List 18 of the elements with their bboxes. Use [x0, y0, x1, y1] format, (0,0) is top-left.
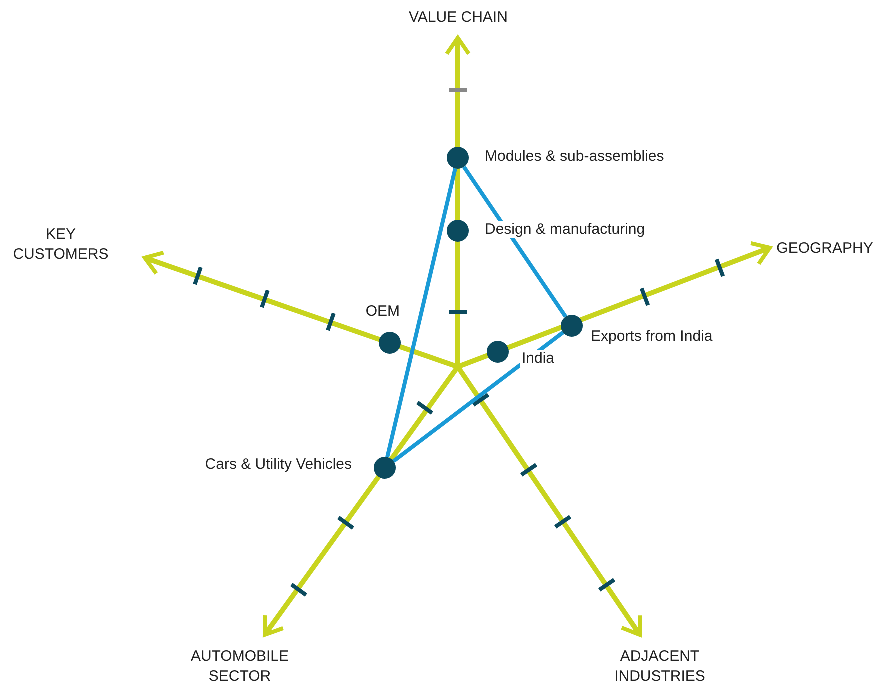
- connector-line: [392, 331, 564, 463]
- axis-label: GEOGRAPHY: [776, 239, 874, 259]
- axis-label: AUTOMOBILE SECTOR: [190, 647, 290, 687]
- data-point: [447, 147, 469, 169]
- point-label: India: [520, 350, 557, 367]
- data-point: [487, 341, 509, 363]
- axis-label: KEY CUSTOMERS: [12, 225, 110, 265]
- point-label: Exports from India: [589, 328, 715, 345]
- data-point: [561, 315, 583, 337]
- axis-label: VALUE CHAIN: [409, 8, 508, 28]
- connector-line: [462, 166, 568, 318]
- connector-line: [386, 168, 458, 458]
- axis-label: ADJACENT INDUSTRIES: [614, 647, 706, 687]
- data-point: [379, 332, 401, 354]
- point-label: Design & manufacturing: [483, 221, 648, 238]
- point-label: Cars & Utility Vehicles: [203, 456, 354, 473]
- data-point: [447, 220, 469, 242]
- data-point: [374, 457, 396, 479]
